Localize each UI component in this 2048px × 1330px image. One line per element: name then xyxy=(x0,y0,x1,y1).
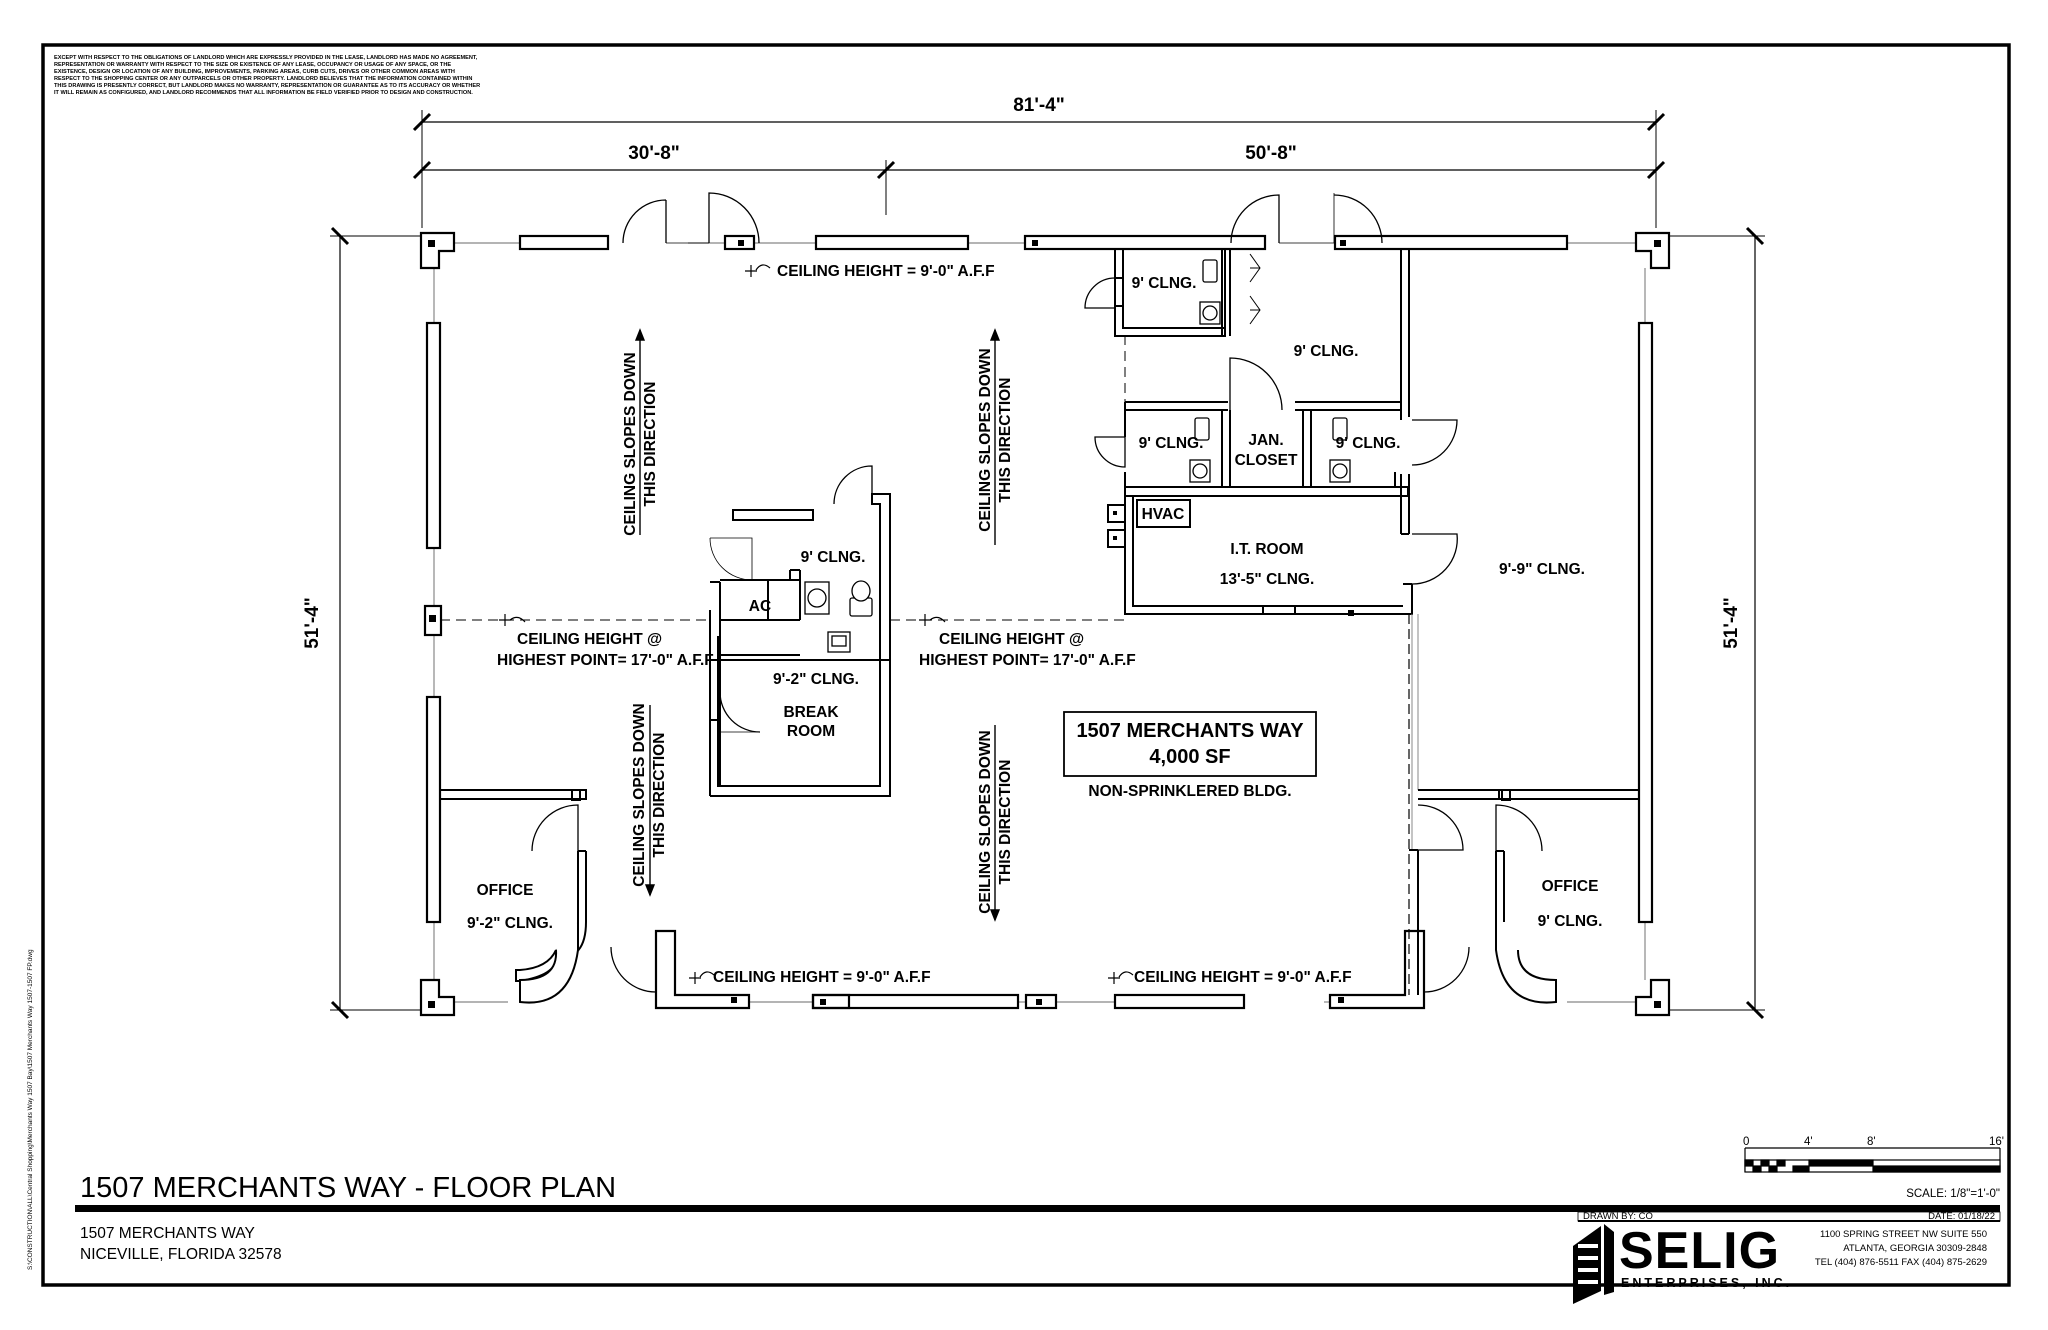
dim-overall-width: 81'-4" xyxy=(1013,95,1065,116)
disclaimer-line-6: IT WILL REMAIN AS CONFIGURED, AND LANDLO… xyxy=(54,90,473,96)
room-break-1: BREAK xyxy=(783,704,839,721)
room-open-right: 9'-9" CLNG. xyxy=(1499,561,1585,578)
note-high-right-1: CEILING HEIGHT @ xyxy=(939,631,1084,648)
note-ceiling-bottom-right: CEILING HEIGHT = 9'-0" A.F.F xyxy=(1134,969,1352,986)
slope-note-4-line-2: THIS DIRECTION xyxy=(997,760,1014,885)
title-bar xyxy=(75,1205,2000,1212)
side-file-path: S:\CONSTRUCTION\ALL\Central Shopping\Mer… xyxy=(27,949,34,1270)
office-line-1: 1100 SPRING STREET NW SUITE 550 xyxy=(1820,1229,1987,1240)
scale-tick-4: 4' xyxy=(1804,1136,1813,1148)
slope-note-2-line-1: CEILING SLOPES DOWN xyxy=(977,348,994,531)
room-hvac: HVAC xyxy=(1142,506,1185,523)
note-ceiling-top: CEILING HEIGHT = 9'-0" A.F.F xyxy=(777,263,995,280)
dim-right-depth: 51'-4" xyxy=(1721,597,1742,649)
slope-note-2-line-2: THIS DIRECTION xyxy=(997,378,1014,503)
company-sub: ENTERPRISES, INC. xyxy=(1621,1276,1792,1290)
building-name: 1507 MERCHANTS WAY xyxy=(1076,720,1304,742)
slope-arrows xyxy=(634,328,1001,922)
dim-left-width: 30'-8" xyxy=(628,143,680,164)
room-office-right: OFFICE xyxy=(1542,878,1599,895)
room-break-2: ROOM xyxy=(787,723,835,740)
door-swings xyxy=(531,192,1543,993)
note-high-left-1: CEILING HEIGHT @ xyxy=(517,631,662,648)
disclaimer-line-1: EXCEPT WITH RESPECT TO THE OBLIGATIONS O… xyxy=(54,55,478,61)
slope-note-1: CEILING SLOPES DOWN THIS DIRECTION xyxy=(622,352,659,535)
slope-note-1-line-1: CEILING SLOPES DOWN xyxy=(622,352,639,535)
address-line-1: 1507 MERCHANTS WAY xyxy=(80,1225,255,1242)
dimension-lines xyxy=(330,110,1765,1020)
scale-tick-0: 0 xyxy=(1743,1136,1749,1148)
disclaimer-line-2: REPRESENTATION OR WARRANTY WITH RESPECT … xyxy=(54,62,451,68)
disclaimer-block: EXCEPT WITH RESPECT TO THE OBLIGATIONS O… xyxy=(54,55,480,96)
scale-text: SCALE: 1/8"=1'-0" xyxy=(1906,1188,2000,1200)
room-restroom-mid: 9' CLNG. xyxy=(801,549,866,566)
drawing-date: DATE: 01/18/22 xyxy=(1928,1211,1995,1222)
disclaimer-line-4: RESPECT TO THE SHOPPING CENTER OR ANY OU… xyxy=(54,76,472,82)
room-office-left-clng: 9'-2" CLNG. xyxy=(467,915,553,932)
office-line-2: ATLANTA, GEORGIA 30309-2848 xyxy=(1843,1243,1987,1254)
slope-note-4-line-1: CEILING SLOPES DOWN xyxy=(977,730,994,913)
note-high-left-2: HIGHEST POINT= 17'-0" A.F.F xyxy=(497,652,714,669)
scale-tick-8: 8' xyxy=(1867,1136,1876,1148)
room-restroom-left: 9' CLNG. xyxy=(1139,435,1204,452)
disclaimer-line-5: THIS DRAWING IS PRESENTLY CORRECT, BUT L… xyxy=(54,83,480,89)
scale-bar xyxy=(1744,1147,2001,1173)
slope-note-4: CEILING SLOPES DOWN THIS DIRECTION xyxy=(977,730,1014,913)
dim-right-width: 50'-8" xyxy=(1245,143,1297,164)
room-ac: AC xyxy=(749,598,771,615)
room-office-left: OFFICE xyxy=(477,882,534,899)
address-line-2: NICEVILLE, FLORIDA 32578 xyxy=(80,1246,282,1263)
exterior-walls xyxy=(419,231,1671,1017)
building-label-box xyxy=(1063,711,1317,777)
slope-note-3: CEILING SLOPES DOWN THIS DIRECTION xyxy=(631,703,668,886)
interior-walls xyxy=(440,249,1639,1004)
office-line-3: TEL (404) 876-5511 FAX (404) 875-2629 xyxy=(1815,1257,1987,1268)
company-name: SELIG xyxy=(1619,1222,1780,1280)
slope-note-2: CEILING SLOPES DOWN THIS DIRECTION xyxy=(977,348,1014,531)
room-it-clng: 13'-5" CLNG. xyxy=(1220,571,1315,588)
scale-tick-16: 16' xyxy=(1989,1136,2004,1148)
drawn-by: DRAWN BY: CO xyxy=(1583,1211,1653,1222)
note-high-right-2: HIGHEST POINT= 17'-0" A.F.F xyxy=(919,652,1136,669)
room-office-right-clng: 9' CLNG. xyxy=(1538,913,1603,930)
leader-marks xyxy=(499,264,1134,984)
slope-note-3-line-1: CEILING SLOPES DOWN xyxy=(631,703,648,886)
sheet-border xyxy=(41,43,2011,1287)
building-area: 4,000 SF xyxy=(1149,746,1230,768)
note-ceiling-bottom-left: CEILING HEIGHT = 9'-0" A.F.F xyxy=(713,969,931,986)
room-break-clng: 9'-2" CLNG. xyxy=(773,671,859,688)
room-restroom-top: 9' CLNG. xyxy=(1132,275,1197,292)
room-jan-1: JAN. xyxy=(1248,432,1283,449)
selig-logo-icon xyxy=(1573,1224,1614,1304)
sheet-title: 1507 MERCHANTS WAY - FLOOR PLAN xyxy=(80,1172,616,1204)
room-restroom-right: 9' CLNG. xyxy=(1336,435,1401,452)
building-note: NON-SPRINKLERED BLDG. xyxy=(1088,783,1291,800)
room-corridor: 9' CLNG. xyxy=(1294,343,1359,360)
dim-left-depth: 51'-4" xyxy=(302,597,323,649)
slope-note-1-line-2: THIS DIRECTION xyxy=(642,382,659,507)
slope-note-3-line-2: THIS DIRECTION xyxy=(651,733,668,858)
room-it: I.T. ROOM xyxy=(1230,541,1303,558)
disclaimer-line-3: EXISTENCE, DESIGN OR LOCATION OF ANY BUI… xyxy=(54,69,455,75)
room-jan-2: CLOSET xyxy=(1235,452,1298,469)
plumbing-fixtures xyxy=(804,259,1354,653)
